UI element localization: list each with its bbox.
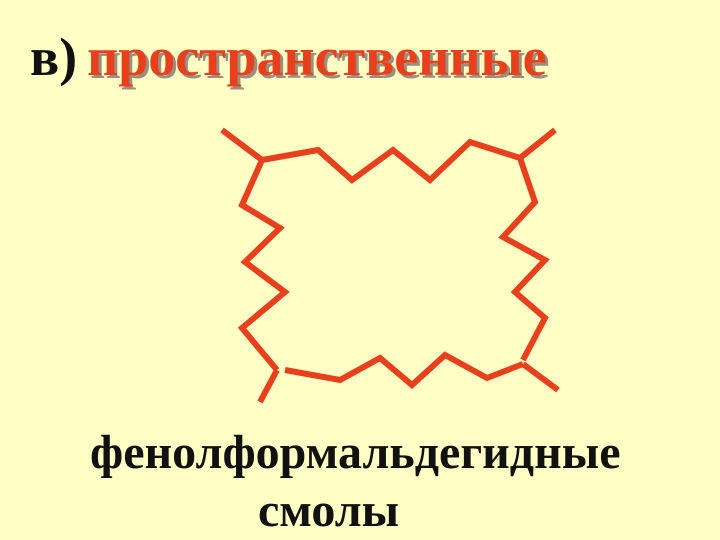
- crosslink-bottom-left: [257, 368, 280, 404]
- top-chain: [261, 138, 521, 184]
- crosslink-top-left: [220, 127, 264, 163]
- crosslink-bottom-right: [521, 361, 560, 393]
- slide-title: в)пространственные: [30, 30, 547, 110]
- caption-line2: смолы: [258, 484, 400, 537]
- title-prefix: в): [30, 27, 78, 87]
- right-chain: [498, 157, 550, 362]
- bottom-chain: [284, 351, 525, 389]
- title-word: пространственные: [87, 27, 547, 87]
- left-chain: [237, 158, 290, 372]
- crosslink-top-right: [518, 127, 557, 161]
- caption-line1: фенолформальдегидные: [90, 426, 621, 479]
